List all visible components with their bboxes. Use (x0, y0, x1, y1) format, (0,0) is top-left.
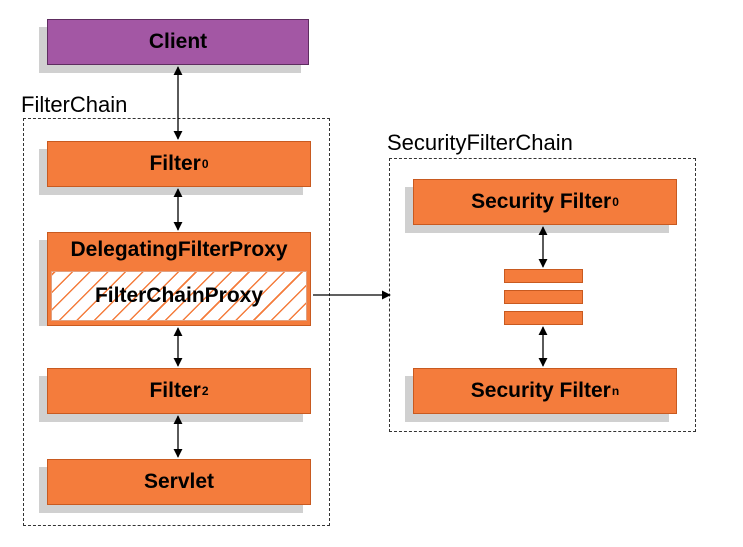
filter-chain-proxy-box: FilterChainProxy (51, 271, 307, 321)
filter2-label: Filter (149, 379, 201, 402)
ellipsis-bar-3 (504, 311, 583, 325)
security-filter-chain-title: SecurityFilterChain (387, 130, 573, 155)
delegating-proxy-label: DelegatingFilterProxy (70, 238, 288, 261)
servlet-box: Servlet (47, 459, 311, 505)
security-filter0-label: Security Filter (471, 190, 612, 213)
client-label: Client (148, 30, 208, 53)
ellipsis-bar-2 (504, 290, 583, 304)
ellipsis-bar-1 (504, 269, 583, 283)
filter-chain-proxy-label: FilterChainProxy (94, 284, 264, 307)
security-filtern-subscript: n (611, 384, 620, 398)
filter0-label: Filter (149, 152, 201, 175)
client-box: Client (47, 19, 309, 65)
security-filtern-label: Security Filter (470, 379, 611, 402)
servlet-label: Servlet (143, 470, 215, 493)
filter-chain-title: FilterChain (21, 92, 128, 117)
filter2-subscript: 2 (201, 384, 209, 398)
filter0-subscript: 0 (201, 157, 209, 171)
security-filter0-subscript: 0 (612, 195, 619, 209)
